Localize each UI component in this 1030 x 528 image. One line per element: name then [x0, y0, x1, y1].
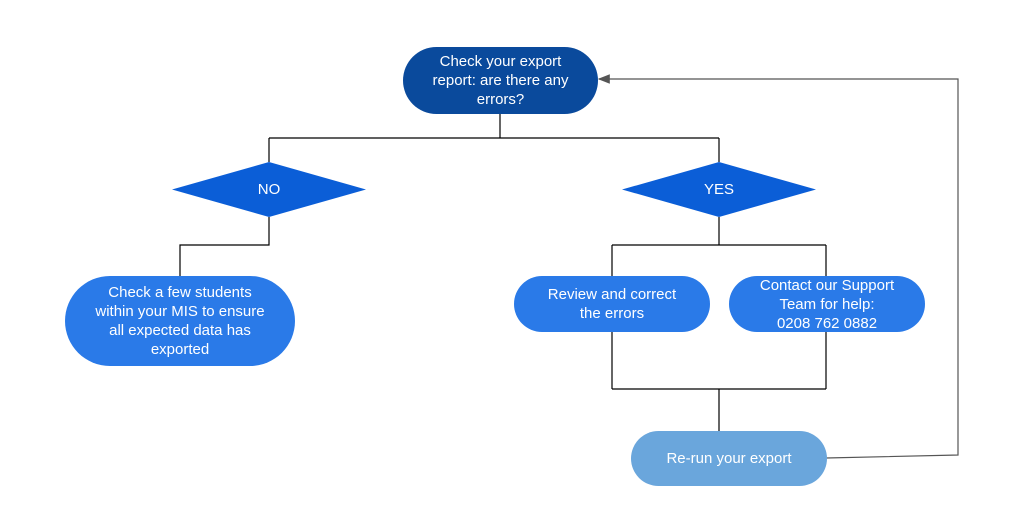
contact-support-line: 0208 762 0882 — [776, 314, 878, 332]
review-errors-node: Review and correct the errors — [514, 276, 710, 332]
check-students-line: Check a few students — [108, 284, 252, 301]
decision-no-label: NO — [257, 181, 281, 198]
check-students-line: exported — [150, 341, 210, 358]
rerun-export-node: Re-run your export — [631, 431, 827, 486]
review-errors-line: the errors — [579, 305, 645, 322]
check-students-text: Check a few students within your MIS to … — [95, 283, 264, 359]
decision-yes-label: YES — [703, 181, 734, 198]
review-errors-line: Review and correct — [547, 286, 677, 303]
contact-support-line: Contact our Support — [759, 276, 895, 294]
contact-support-text: Contact our Support Team for help: 0208 … — [760, 276, 894, 333]
review-errors-text: Review and correct the errors — [548, 285, 676, 323]
connector-rerun-loop — [597, 74, 959, 459]
connector-yes-to-actions — [611, 217, 827, 276]
connector-no-to-check — [179, 217, 270, 276]
contact-support-node: Contact our Support Team for help: 0208 … — [729, 276, 925, 332]
rerun-export-label: Re-run your export — [666, 450, 792, 467]
start-node-line: report: are there any — [432, 72, 569, 89]
start-node-text: Check your export report: are there any … — [433, 52, 569, 109]
check-students-node: Check a few students within your MIS to … — [65, 276, 295, 366]
contact-support-line: Team for help: — [779, 295, 875, 313]
connector-start-to-split — [268, 114, 720, 162]
check-students-line: within your MIS to ensure — [95, 303, 265, 320]
start-node-line: errors? — [476, 91, 525, 108]
connector-actions-to-rerun — [611, 332, 827, 431]
start-node: Check your export report: are there any … — [403, 47, 598, 114]
start-node-line: Check your export — [439, 53, 562, 70]
check-students-line: all expected data has — [109, 322, 251, 339]
